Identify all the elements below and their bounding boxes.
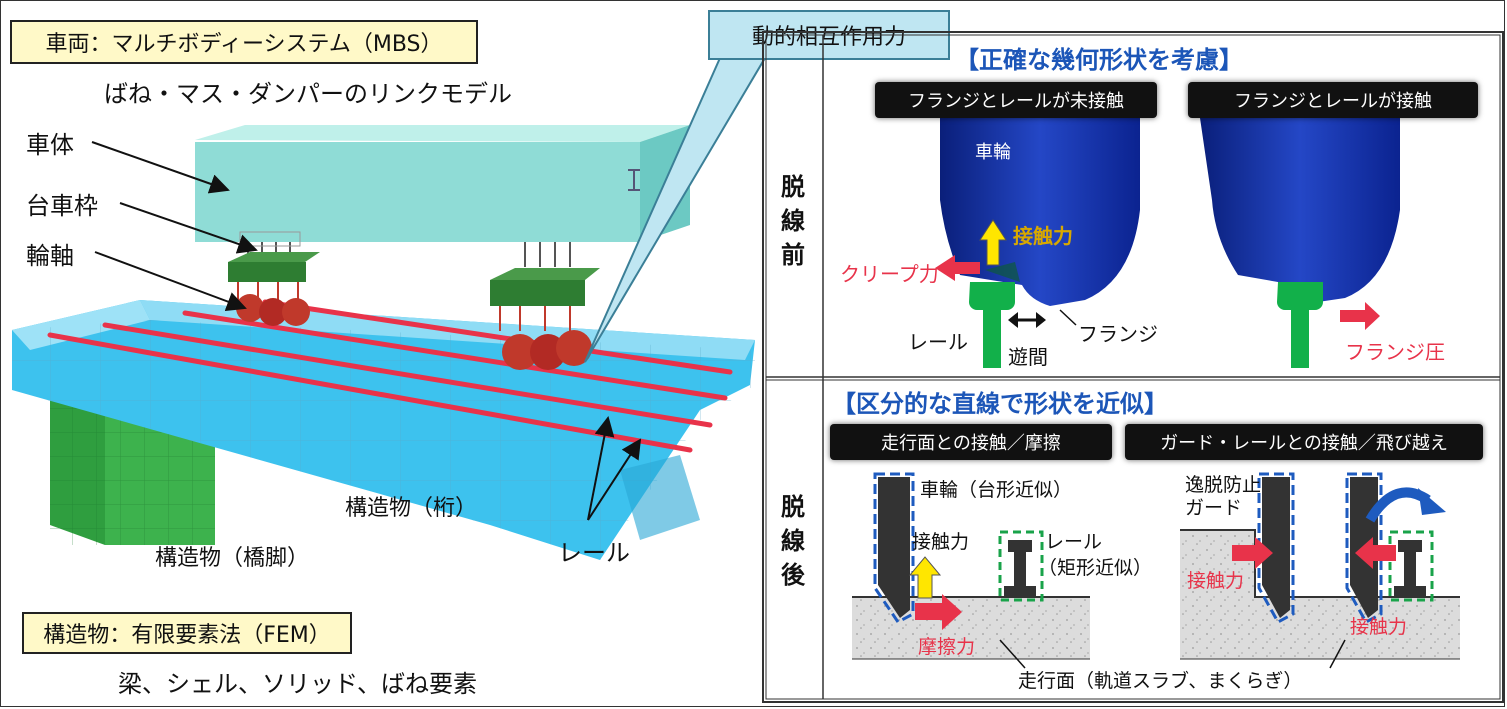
row-label-after: 脱線後	[781, 493, 805, 589]
bogie-frame-label: 台車枠	[26, 192, 98, 220]
pill-guard-rail: ガード・レールとの接触／飛び越え	[1125, 424, 1483, 460]
bottom-heading: 【区分的な直線で形状を近似】	[832, 390, 1168, 418]
pill-running-surface: 走行面との接触／摩擦	[830, 424, 1112, 460]
flange-label: フランジ	[1078, 322, 1158, 346]
rail-before-2	[1277, 282, 1323, 368]
pier-label: 構造物（橋脚）	[155, 546, 310, 571]
girder-label: 構造物（桁）	[345, 496, 478, 521]
rear-bogie	[490, 242, 600, 370]
rail-before-1	[969, 282, 1015, 368]
contact-force-label-d: 接触力	[1350, 616, 1408, 638]
top-heading: 【正確な幾何形状を考慮】	[955, 46, 1243, 74]
rail-lines	[47, 299, 733, 453]
row-label-before: 脱線前	[781, 173, 805, 269]
structure-model-subtitle: 梁、シェル、ソリッド、ばね要素	[118, 670, 478, 698]
label-arrows	[91, 141, 642, 521]
friction-force-label: 摩擦力	[918, 636, 976, 658]
wheel-before-contact	[1200, 118, 1400, 302]
pill-no-contact: フランジとレールが未接触	[875, 82, 1157, 118]
contact-force-label-c: 接触力	[1187, 570, 1245, 592]
car-body-label: 車体	[26, 131, 74, 159]
rail-label-top: レール	[908, 330, 968, 354]
rail-label: レール	[558, 539, 630, 567]
rail-approx-label-2: （矩形近似）	[1038, 557, 1153, 579]
rail-profile-right	[1388, 530, 1434, 602]
force-arrows-bottom-right	[1232, 487, 1446, 669]
running-surface-left	[852, 596, 1090, 660]
wheel-approx-label: 車輪（台形近似）	[920, 479, 1073, 501]
wheel-before-no-contact	[940, 118, 1140, 306]
force-arrows-bottom-left	[908, 556, 1026, 669]
rail-profile-left	[998, 530, 1044, 602]
structure-model-box: 構造物：有限要素法（FEM）	[22, 612, 352, 654]
contact-force-label: 接触力	[1013, 224, 1073, 248]
running-surface-label: 走行面（軌道スラブ、まくらぎ）	[1018, 670, 1303, 692]
wheel-label: 車輪	[975, 142, 1011, 163]
guard-label-2: ガード	[1185, 497, 1243, 519]
creep-force-label: クリープ力	[840, 262, 939, 286]
flange-pressure-label: フランジ圧	[1345, 340, 1445, 364]
wheelset-label: 輪軸	[26, 242, 74, 270]
force-arrows-top	[935, 219, 1380, 330]
trapezoid-wheel-right-1	[1257, 472, 1295, 625]
clearance-label: 遊間	[1008, 345, 1048, 369]
rail-approx-label-1: レール	[1045, 531, 1103, 553]
vehicle-model-subtitle: ばね・マス・ダンパーのリンクモデル	[104, 80, 512, 108]
trapezoid-wheel-left	[873, 472, 915, 624]
guard-label-1: 逸脱防止	[1185, 474, 1262, 496]
contact-force-label-b: 接触力	[912, 531, 970, 553]
pill-contact: フランジとレールが接触	[1188, 82, 1478, 118]
vehicle-model-box: 車両：マルチボディーシステム（MBS）	[10, 20, 478, 64]
